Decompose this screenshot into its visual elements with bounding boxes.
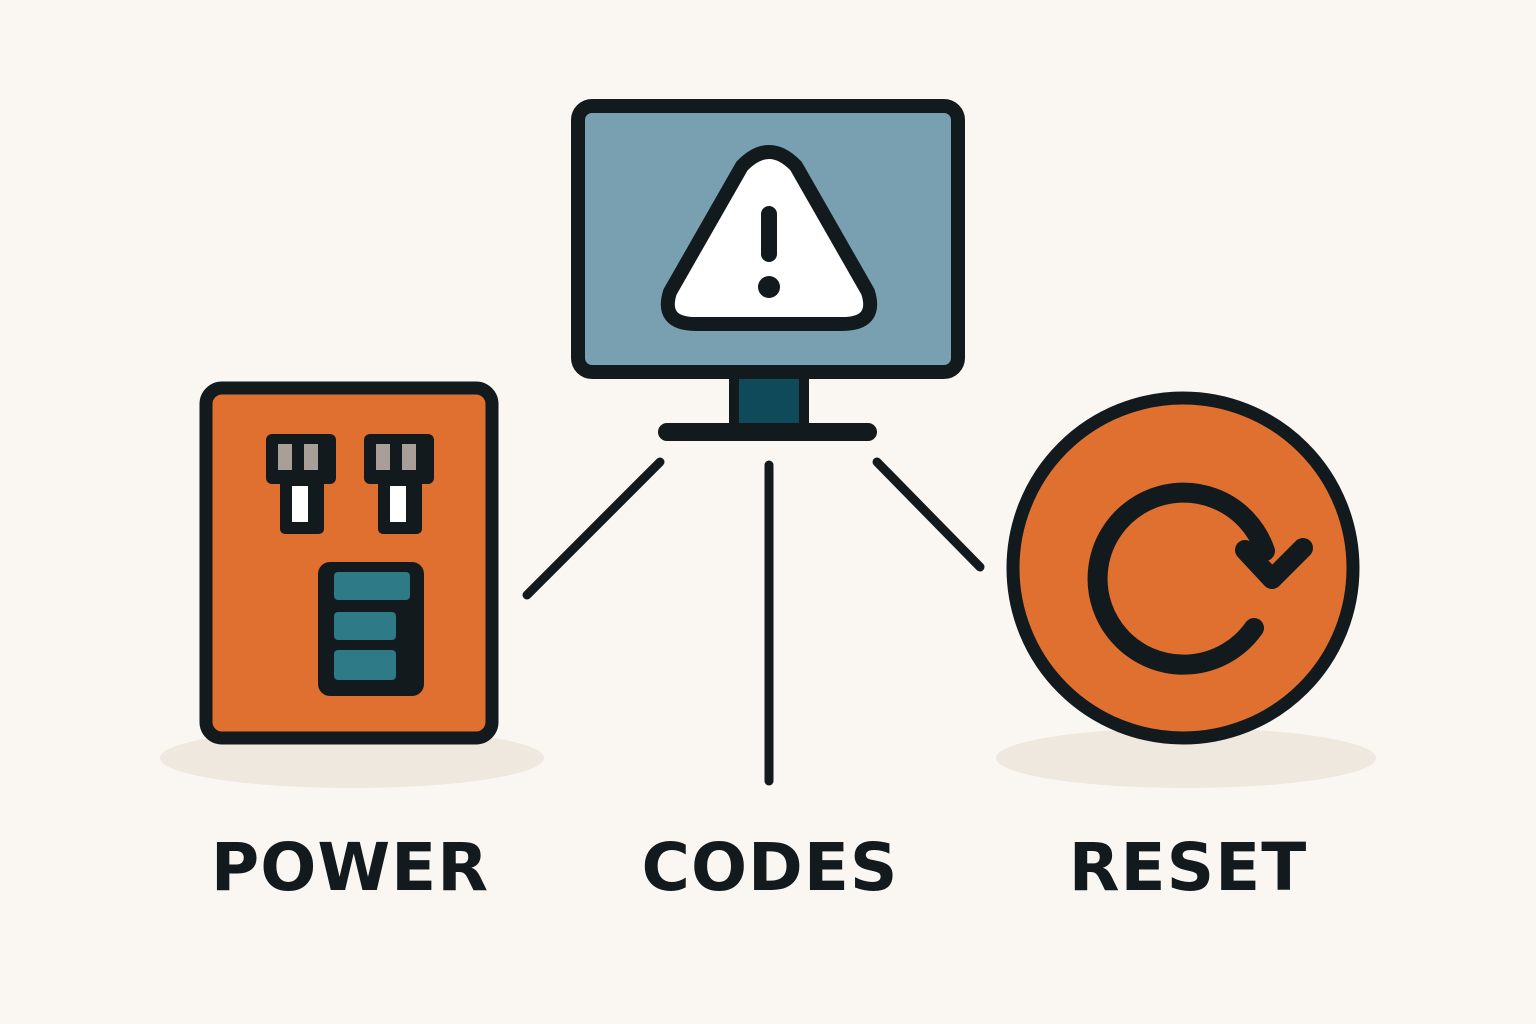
connector-left xyxy=(522,457,665,600)
warning-triangle-icon xyxy=(660,145,878,331)
label-codes: CODES xyxy=(641,829,899,906)
plug-right-icon xyxy=(364,434,434,534)
plug-left-icon xyxy=(266,434,336,534)
monitor-warning-icon xyxy=(571,99,965,441)
outlet-socket-icon xyxy=(318,562,424,696)
power-outlet-icon xyxy=(199,381,499,745)
reset-shadow xyxy=(996,728,1376,788)
reset-arrow-icon xyxy=(1006,391,1360,745)
label-reset: RESET xyxy=(1068,829,1308,906)
connector-right xyxy=(872,457,985,572)
label-power: POWER xyxy=(210,829,490,906)
connector-lines xyxy=(522,457,985,786)
